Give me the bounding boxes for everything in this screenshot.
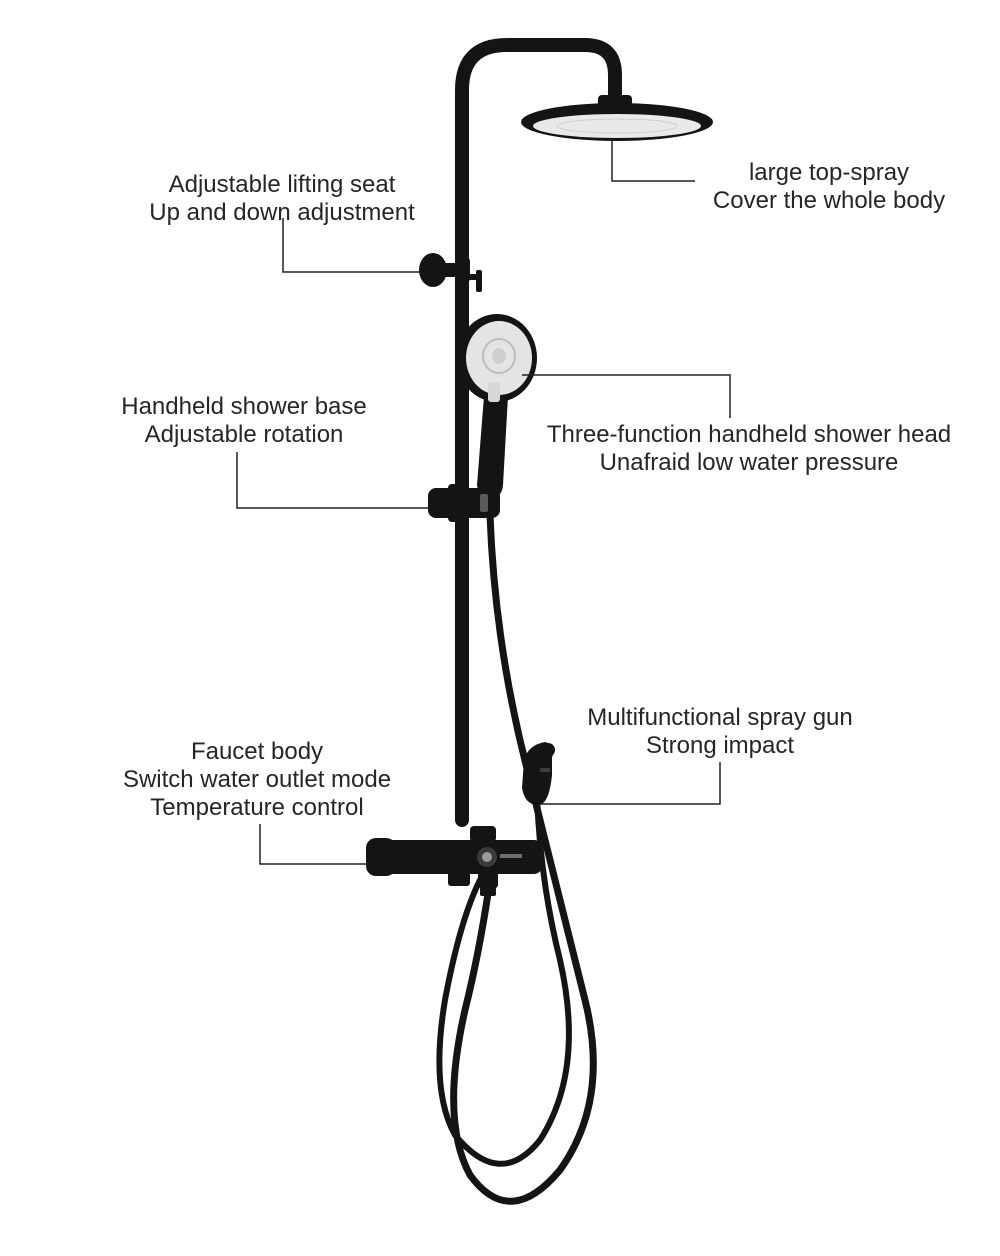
callout-faucet-body-line2: Switch water outlet mode: [122, 766, 392, 793]
leader-line-handheld-head: [522, 374, 731, 418]
leader-line-shower-base: [236, 452, 428, 509]
callout-handheld-head-line1: Three-function handheld shower head: [546, 421, 952, 448]
leader-line-top-spray: [611, 140, 695, 182]
callout-lifting-seat: Adjustable lifting seat Up and down adju…: [149, 171, 415, 227]
riser-pipe: [455, 38, 622, 827]
callout-lifting-seat-line2: Up and down adjustment: [149, 199, 415, 226]
callout-lifting-seat-line1: Adjustable lifting seat: [168, 171, 396, 198]
callout-spray-gun-line2: Strong impact: [645, 732, 795, 759]
handheld-hose: [450, 511, 597, 1205]
lifting-seat: [419, 253, 482, 292]
handheld-base: [428, 484, 500, 522]
callout-handheld-head: Three-function handheld shower head Unaf…: [547, 421, 951, 477]
callout-top-spray-line1: large top-spray: [748, 159, 910, 186]
handheld-shower-head: [457, 314, 537, 498]
top-spray-head: [521, 95, 713, 141]
leader-lines: [236, 140, 731, 865]
callout-shower-base: Handheld shower base Adjustable rotation: [121, 393, 367, 449]
leader-line-faucet-body: [259, 824, 366, 865]
leader-line-lifting-seat: [282, 218, 420, 273]
callout-spray-gun: Multifunctional spray gun Strong impact: [587, 704, 852, 760]
callout-handheld-head-line2: Unafraid low water pressure: [599, 449, 899, 476]
callout-faucet-body-line1: Faucet body: [190, 738, 324, 765]
spray-gun: [522, 742, 555, 805]
callout-spray-gun-line1: Multifunctional spray gun: [587, 704, 853, 731]
callout-top-spray: large top-spray Cover the whole body: [713, 159, 945, 215]
callout-faucet-body: Faucet body Switch water outlet mode Tem…: [123, 738, 391, 822]
leader-line-spray-gun: [541, 762, 721, 805]
callout-shower-base-line2: Adjustable rotation: [144, 421, 344, 448]
spray-gun-hose: [436, 792, 572, 1167]
callout-faucet-body-line3: Temperature control: [150, 794, 364, 821]
callout-top-spray-line2: Cover the whole body: [712, 187, 946, 214]
faucet-body: [366, 826, 542, 896]
callout-shower-base-line1: Handheld shower base: [121, 393, 367, 420]
